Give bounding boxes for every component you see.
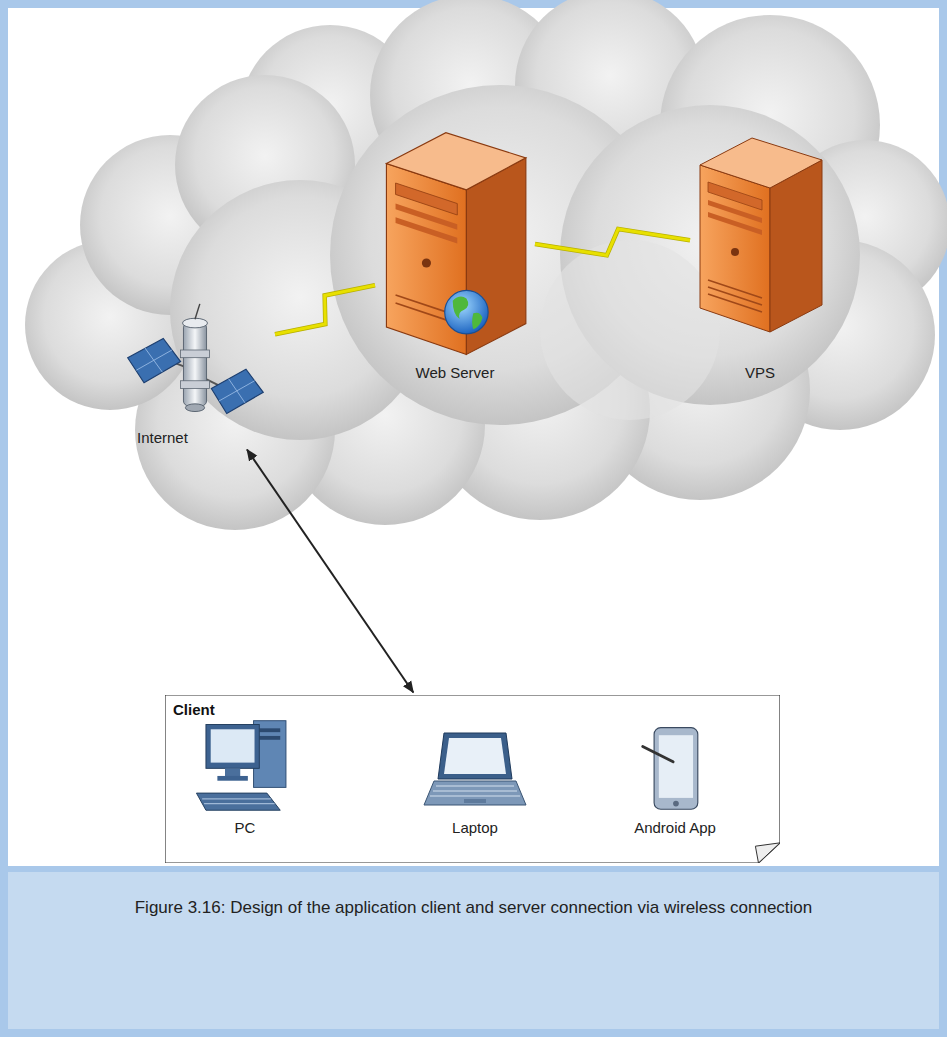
wireless-link xyxy=(535,229,690,255)
wireless-link-shadow xyxy=(275,285,375,334)
icon-holder xyxy=(420,725,530,815)
icon-holder xyxy=(690,95,830,360)
node-label: PC xyxy=(235,819,256,837)
connection-arrow xyxy=(247,449,413,692)
cloud xyxy=(25,0,947,530)
icon-holder xyxy=(115,300,275,425)
web-server-icon xyxy=(375,110,535,360)
tablet-icon xyxy=(615,720,735,815)
web-server-node: Web Server xyxy=(375,110,535,382)
wireless-link xyxy=(275,285,375,334)
node-label: VPS xyxy=(745,364,775,382)
pc-icon xyxy=(190,715,300,815)
pc-node: PC xyxy=(190,715,300,837)
server-icon xyxy=(690,95,830,360)
client-box: Client PC Laptop Android App xyxy=(165,695,780,863)
android-node: Android App xyxy=(615,720,735,837)
node-label: Laptop xyxy=(452,819,498,837)
icon-holder xyxy=(375,110,535,360)
node-label: Web Server xyxy=(416,364,495,382)
caption-band xyxy=(8,872,939,1029)
internet-node: Internet xyxy=(115,300,275,447)
node-label: Internet xyxy=(137,429,188,447)
node-label: Android App xyxy=(634,819,716,837)
icon-holder xyxy=(615,720,735,815)
laptop-icon xyxy=(420,725,530,815)
wireless-link-shadow xyxy=(535,229,690,255)
figure-caption: Figure 3.16: Design of the application c… xyxy=(60,893,887,923)
caption-text: Figure 3.16: Design of the application c… xyxy=(135,898,813,917)
laptop-node: Laptop xyxy=(420,725,530,837)
icon-holder xyxy=(190,715,300,815)
vps-node: VPS xyxy=(690,95,830,382)
satellite-icon xyxy=(115,300,275,425)
box-heading: Client xyxy=(173,701,215,718)
